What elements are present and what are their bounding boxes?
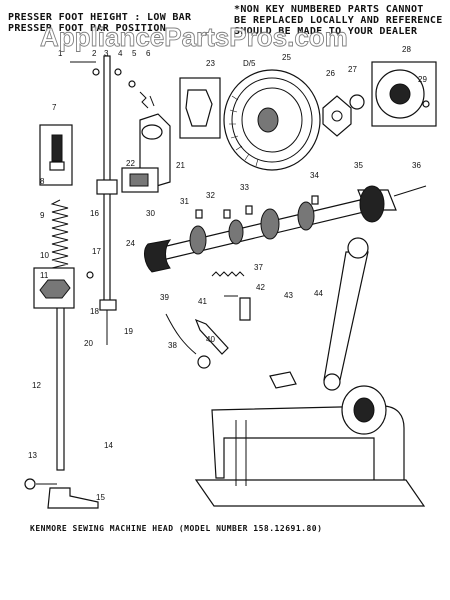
callout-13: 13 (28, 451, 37, 460)
handwheel-hub (257, 107, 279, 133)
adjusting-screw (51, 134, 63, 162)
callout-17: 17 (92, 247, 101, 256)
shaft-rod (149, 199, 365, 263)
callout-40: 40 (206, 335, 215, 344)
bracket-22 (129, 173, 149, 187)
callout-37: 37 (254, 263, 263, 272)
callout-1: 1 (58, 49, 63, 58)
take-up-lever (185, 89, 213, 127)
callout-8: 8 (40, 177, 45, 186)
callout-39: 39 (160, 293, 169, 302)
diagram-code: D/5 (243, 59, 256, 68)
thread-guide (39, 279, 71, 299)
screw-3 (114, 68, 122, 76)
callout-27: 27 (348, 65, 357, 74)
screw-collar (49, 161, 65, 171)
screw-4 (128, 80, 136, 88)
shaft-cam-left (144, 239, 172, 273)
needle-clamp (99, 299, 117, 311)
arm-assembly (121, 77, 221, 193)
presser-foot (47, 487, 99, 509)
callout-5: 5 (132, 49, 137, 58)
callout-16: 16 (90, 209, 99, 218)
callout-38: 38 (168, 341, 177, 350)
callout-44: 44 (314, 289, 323, 298)
callout-26: 26 (326, 69, 335, 78)
callout-43: 43 (284, 291, 293, 300)
callout-10: 10 (40, 251, 49, 260)
callout-35: 35 (354, 161, 363, 170)
callout-23: 23 (206, 59, 215, 68)
callout-33: 33 (240, 183, 249, 192)
machine-bed (194, 479, 426, 507)
foot-screw (24, 478, 36, 490)
callout-41: 41 (198, 297, 207, 306)
callout-3: 3 (104, 49, 109, 58)
callout-12: 12 (32, 381, 41, 390)
callout-36: 36 (412, 161, 421, 170)
callout-9: 9 (40, 211, 45, 220)
shaft-collar-3 (260, 208, 280, 240)
shaft-collar-4 (297, 201, 315, 231)
feed-lever-39 (165, 313, 197, 355)
callout-29: 29 (418, 75, 427, 84)
callout-30: 30 (146, 209, 155, 218)
spring-37 (211, 271, 245, 277)
bracket-43 (239, 297, 251, 321)
connecting-link (323, 251, 369, 381)
thread-take-up-block (96, 179, 118, 195)
shaft-collar-1 (189, 225, 207, 255)
callout-6: 6 (146, 49, 151, 58)
knob-screw (422, 100, 430, 108)
watermark: AppliancePartsPros.com (40, 22, 348, 52)
machine-feed-part (269, 371, 297, 389)
shaft-collar-2 (228, 219, 244, 245)
pin-6 (149, 95, 155, 107)
callout-22: 22 (126, 159, 135, 168)
callout-21: 21 (176, 161, 185, 170)
feed-screw-38 (197, 355, 211, 369)
callout-7: 7 (52, 103, 57, 112)
callout-32: 32 (206, 191, 215, 200)
spring-5 (139, 91, 149, 109)
callout-19: 19 (124, 327, 133, 336)
header-right-line1: *NON KEY NUMBERED PARTS CANNOT (234, 4, 424, 15)
callout-15: 15 (96, 493, 105, 502)
header-right-line3: SHOULD BE MADE TO YOUR DEALER (234, 26, 418, 37)
shaft-end-36 (393, 185, 427, 197)
handwheel (223, 69, 321, 171)
callout-11: 11 (40, 271, 49, 280)
callout-2: 2 (92, 49, 97, 58)
shaft-gear-face (359, 185, 385, 223)
callout-24: 24 (126, 239, 135, 248)
header-left-line2: PRESSER FOOT BAR POSITION (8, 23, 166, 34)
main-shaft (144, 185, 427, 277)
callout-31: 31 (180, 197, 189, 206)
presser-bar-assembly (24, 55, 155, 509)
callout-20: 20 (84, 339, 93, 348)
header-right-line2: BE REPLACED LOCALLY AND REFERENCE (234, 15, 443, 26)
feed-lever-41 (194, 318, 229, 355)
clutch-washer (322, 95, 352, 137)
callout-25: 25 (282, 53, 291, 62)
callout-18: 18 (90, 307, 99, 316)
callout-28: 28 (402, 45, 411, 54)
callout-4: 4 (118, 49, 123, 58)
screw-2 (92, 68, 100, 76)
clamp-screw (86, 271, 94, 279)
arm-hub (141, 124, 163, 140)
lock-ring (349, 94, 365, 110)
presser-bar (56, 299, 65, 471)
link-upper-eye (347, 237, 369, 259)
header-left-line1: PRESSER FOOT HEIGHT : LOW BAR (8, 12, 192, 23)
machine-head-outline (194, 371, 426, 507)
callout-14: 14 (104, 441, 113, 450)
presser-spring (50, 199, 70, 277)
callout-34: 34 (310, 171, 319, 180)
footer-caption: KENMORE SEWING MACHINE HEAD (MODEL NUMBE… (30, 524, 322, 533)
link-lower-eye (323, 373, 341, 391)
callout-42: 42 (256, 283, 265, 292)
